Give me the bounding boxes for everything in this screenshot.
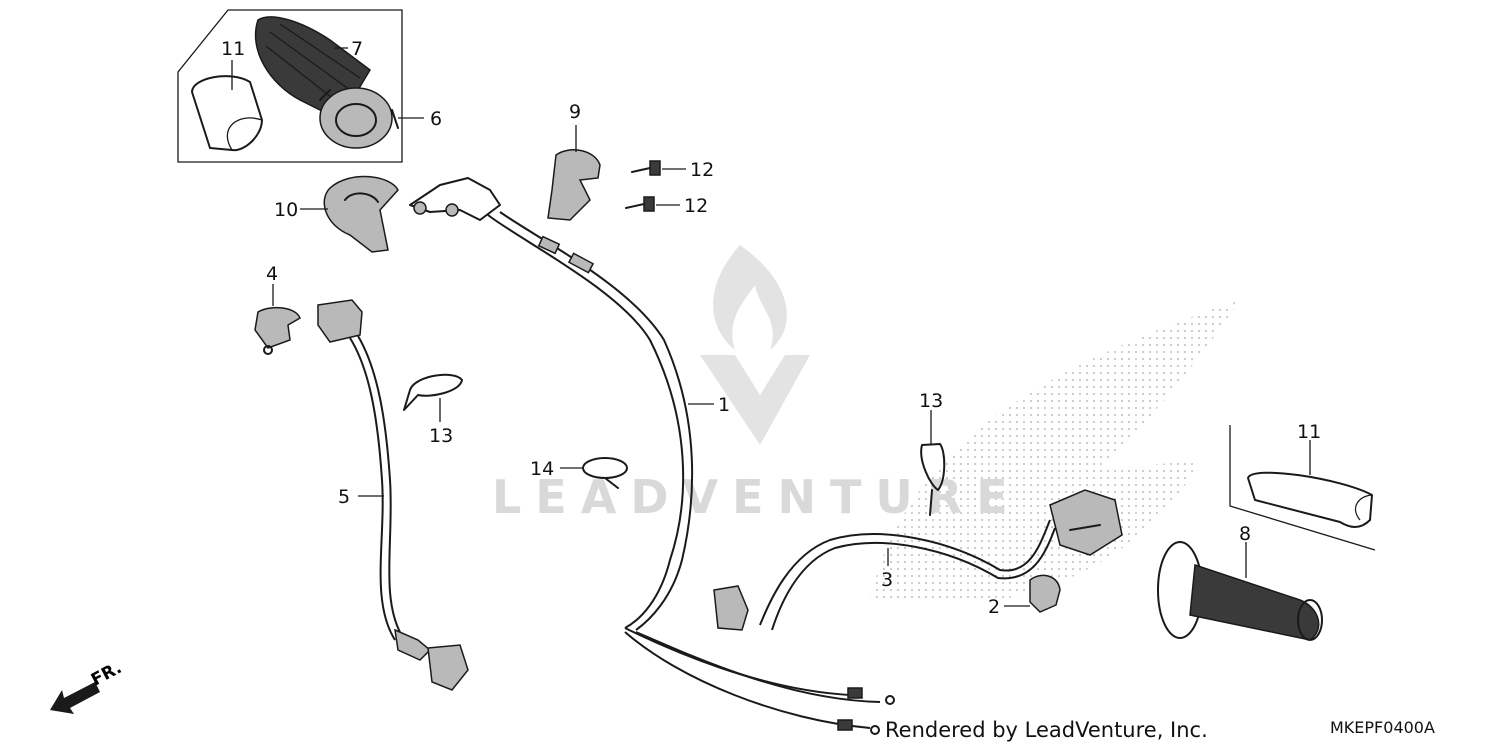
callout-13-left: 13 [429, 425, 453, 447]
callout-3: 3 [881, 569, 893, 591]
watermark: LEADVENTURE [492, 245, 1240, 600]
render-credit: Rendered by LeadVenture, Inc. [885, 718, 1208, 742]
callout-14: 14 [530, 458, 554, 480]
callout-9: 9 [569, 101, 581, 123]
diagram-code: MKEPF0400A [1330, 718, 1435, 737]
grip-inset [177, 9, 424, 163]
switch-harness-part-5 [317, 299, 469, 691]
callout-11-right: 11 [1297, 421, 1321, 443]
callout-11-inset: 11 [221, 38, 245, 60]
arrow-icon [50, 682, 100, 714]
callout-12-lower: 12 [684, 195, 708, 217]
throttle-housing-part-10 [300, 175, 399, 253]
callout-8: 8 [1239, 523, 1251, 545]
switch-assembly-part-3 [713, 489, 1123, 631]
callout-2: 2 [988, 596, 1000, 618]
bolt-part-12-upper [631, 160, 686, 176]
grip-sleeve-part-11-right [1229, 425, 1376, 551]
inset-box [177, 9, 403, 163]
watermark-v [700, 355, 810, 445]
grip-sleeve-part-11 [191, 75, 263, 152]
clamp-part-4 [254, 284, 301, 355]
watermark-flame [713, 245, 787, 350]
callout-7: 7 [351, 38, 363, 60]
clamp-part-2 [1004, 574, 1061, 613]
callout-12-upper: 12 [690, 159, 714, 181]
bolt-part-12-lower [625, 196, 680, 212]
callout-5: 5 [338, 486, 350, 508]
watermark-wing [870, 300, 1240, 600]
callout-6: 6 [430, 108, 442, 130]
callout-13-right: 13 [919, 390, 943, 412]
throttle-cable-part-1 [409, 177, 895, 735]
grip-part-8 [1157, 541, 1323, 641]
callout-1: 1 [718, 394, 730, 416]
cable-tie-part-13-left [403, 373, 463, 422]
throttle-holder-part-9 [547, 125, 601, 221]
watermark-text: LEADVENTURE [492, 470, 1022, 524]
callout-4: 4 [266, 263, 278, 285]
cable-tie-part-13-right [920, 410, 946, 516]
throttle-tube-part-6 [319, 87, 399, 149]
front-direction-arrow: FR. [50, 658, 125, 714]
band-part-14 [560, 457, 628, 489]
callout-10: 10 [274, 199, 298, 221]
